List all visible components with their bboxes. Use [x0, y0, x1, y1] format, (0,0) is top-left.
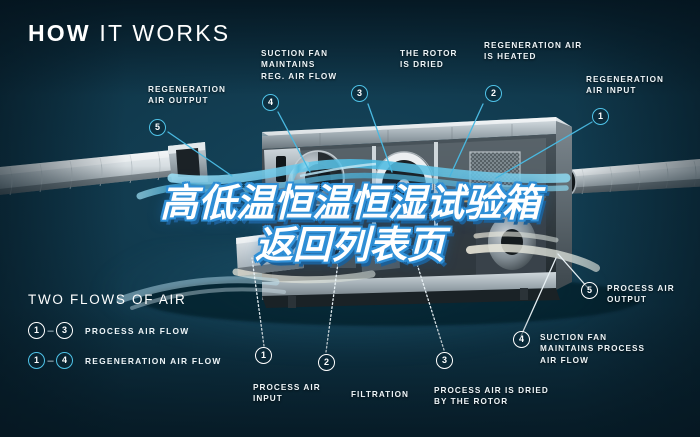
page-title-bold: HOW	[28, 20, 91, 46]
marker-2-filtration[interactable]: 2	[318, 354, 335, 371]
marker-1-reg-air-input[interactable]: 1	[592, 108, 609, 125]
callout-label-regeneration-air-output: REGENERATION AIR OUTPUT	[148, 85, 226, 106]
legend-dash-0: –	[47, 324, 54, 337]
legend-dash-1: –	[47, 354, 54, 367]
page-title: HOW IT WORKS	[28, 20, 230, 47]
marker-4-suction-fan-reg[interactable]: 4	[262, 94, 279, 111]
legend-label-regeneration-air-flow: REGENERATION AIR FLOW	[85, 355, 222, 366]
marker-2-reg-air-heated[interactable]: 2	[485, 85, 502, 102]
callout-label-suction-fan-process: SUCTION FAN MAINTAINS PROCESS AIR FLOW	[540, 333, 646, 365]
marker-1-process-air-input[interactable]: 1	[255, 347, 272, 364]
marker-5-process-air-output[interactable]: 5	[581, 282, 598, 299]
callout-label-process-air-is-dried: PROCESS AIR IS DRIED BY THE ROTOR	[434, 386, 549, 407]
legend-label-process-air-flow: PROCESS AIR FLOW	[85, 325, 190, 336]
legend-title: TWO FLOWS OF AIR	[28, 292, 187, 307]
legend-marker-from-1: 1	[28, 322, 45, 339]
callout-label-suction-fan-reg-air-flow: SUCTION FAN MAINTAINS REG. AIR FLOW	[261, 49, 338, 81]
marker-5-regeneration-air-output[interactable]: 5	[149, 119, 166, 136]
legend-marker-to-4-blue: 4	[56, 352, 73, 369]
callout-label-filtration: FILTRATION	[351, 390, 409, 399]
marker-4-suction-fan-process[interactable]: 4	[513, 331, 530, 348]
legend-marker-from-1-blue: 1	[28, 352, 45, 369]
marker-3-process-air-dried[interactable]: 3	[436, 352, 453, 369]
callout-label-the-rotor-is-dried: THE ROTOR IS DRIED	[400, 49, 458, 70]
callout-label-process-air-output: PROCESS AIR OUTPUT	[607, 284, 675, 305]
marker-3-rotor-dried[interactable]: 3	[351, 85, 368, 102]
callout-label-regeneration-air-input: REGENERATION AIR INPUT	[586, 75, 664, 96]
legend-row-regeneration-air-flow: 1 – 4 REGENERATION AIR FLOW	[28, 352, 222, 369]
legend-marker-to-3: 3	[56, 322, 73, 339]
page-title-light: IT WORKS	[99, 20, 231, 46]
callout-label-regeneration-air-is-heated: REGENERATION AIR IS HEATED	[484, 41, 583, 62]
callout-label-process-air-input: PROCESS AIR INPUT	[253, 383, 321, 404]
legend-row-process-air-flow: 1 – 3 PROCESS AIR FLOW	[28, 322, 189, 339]
